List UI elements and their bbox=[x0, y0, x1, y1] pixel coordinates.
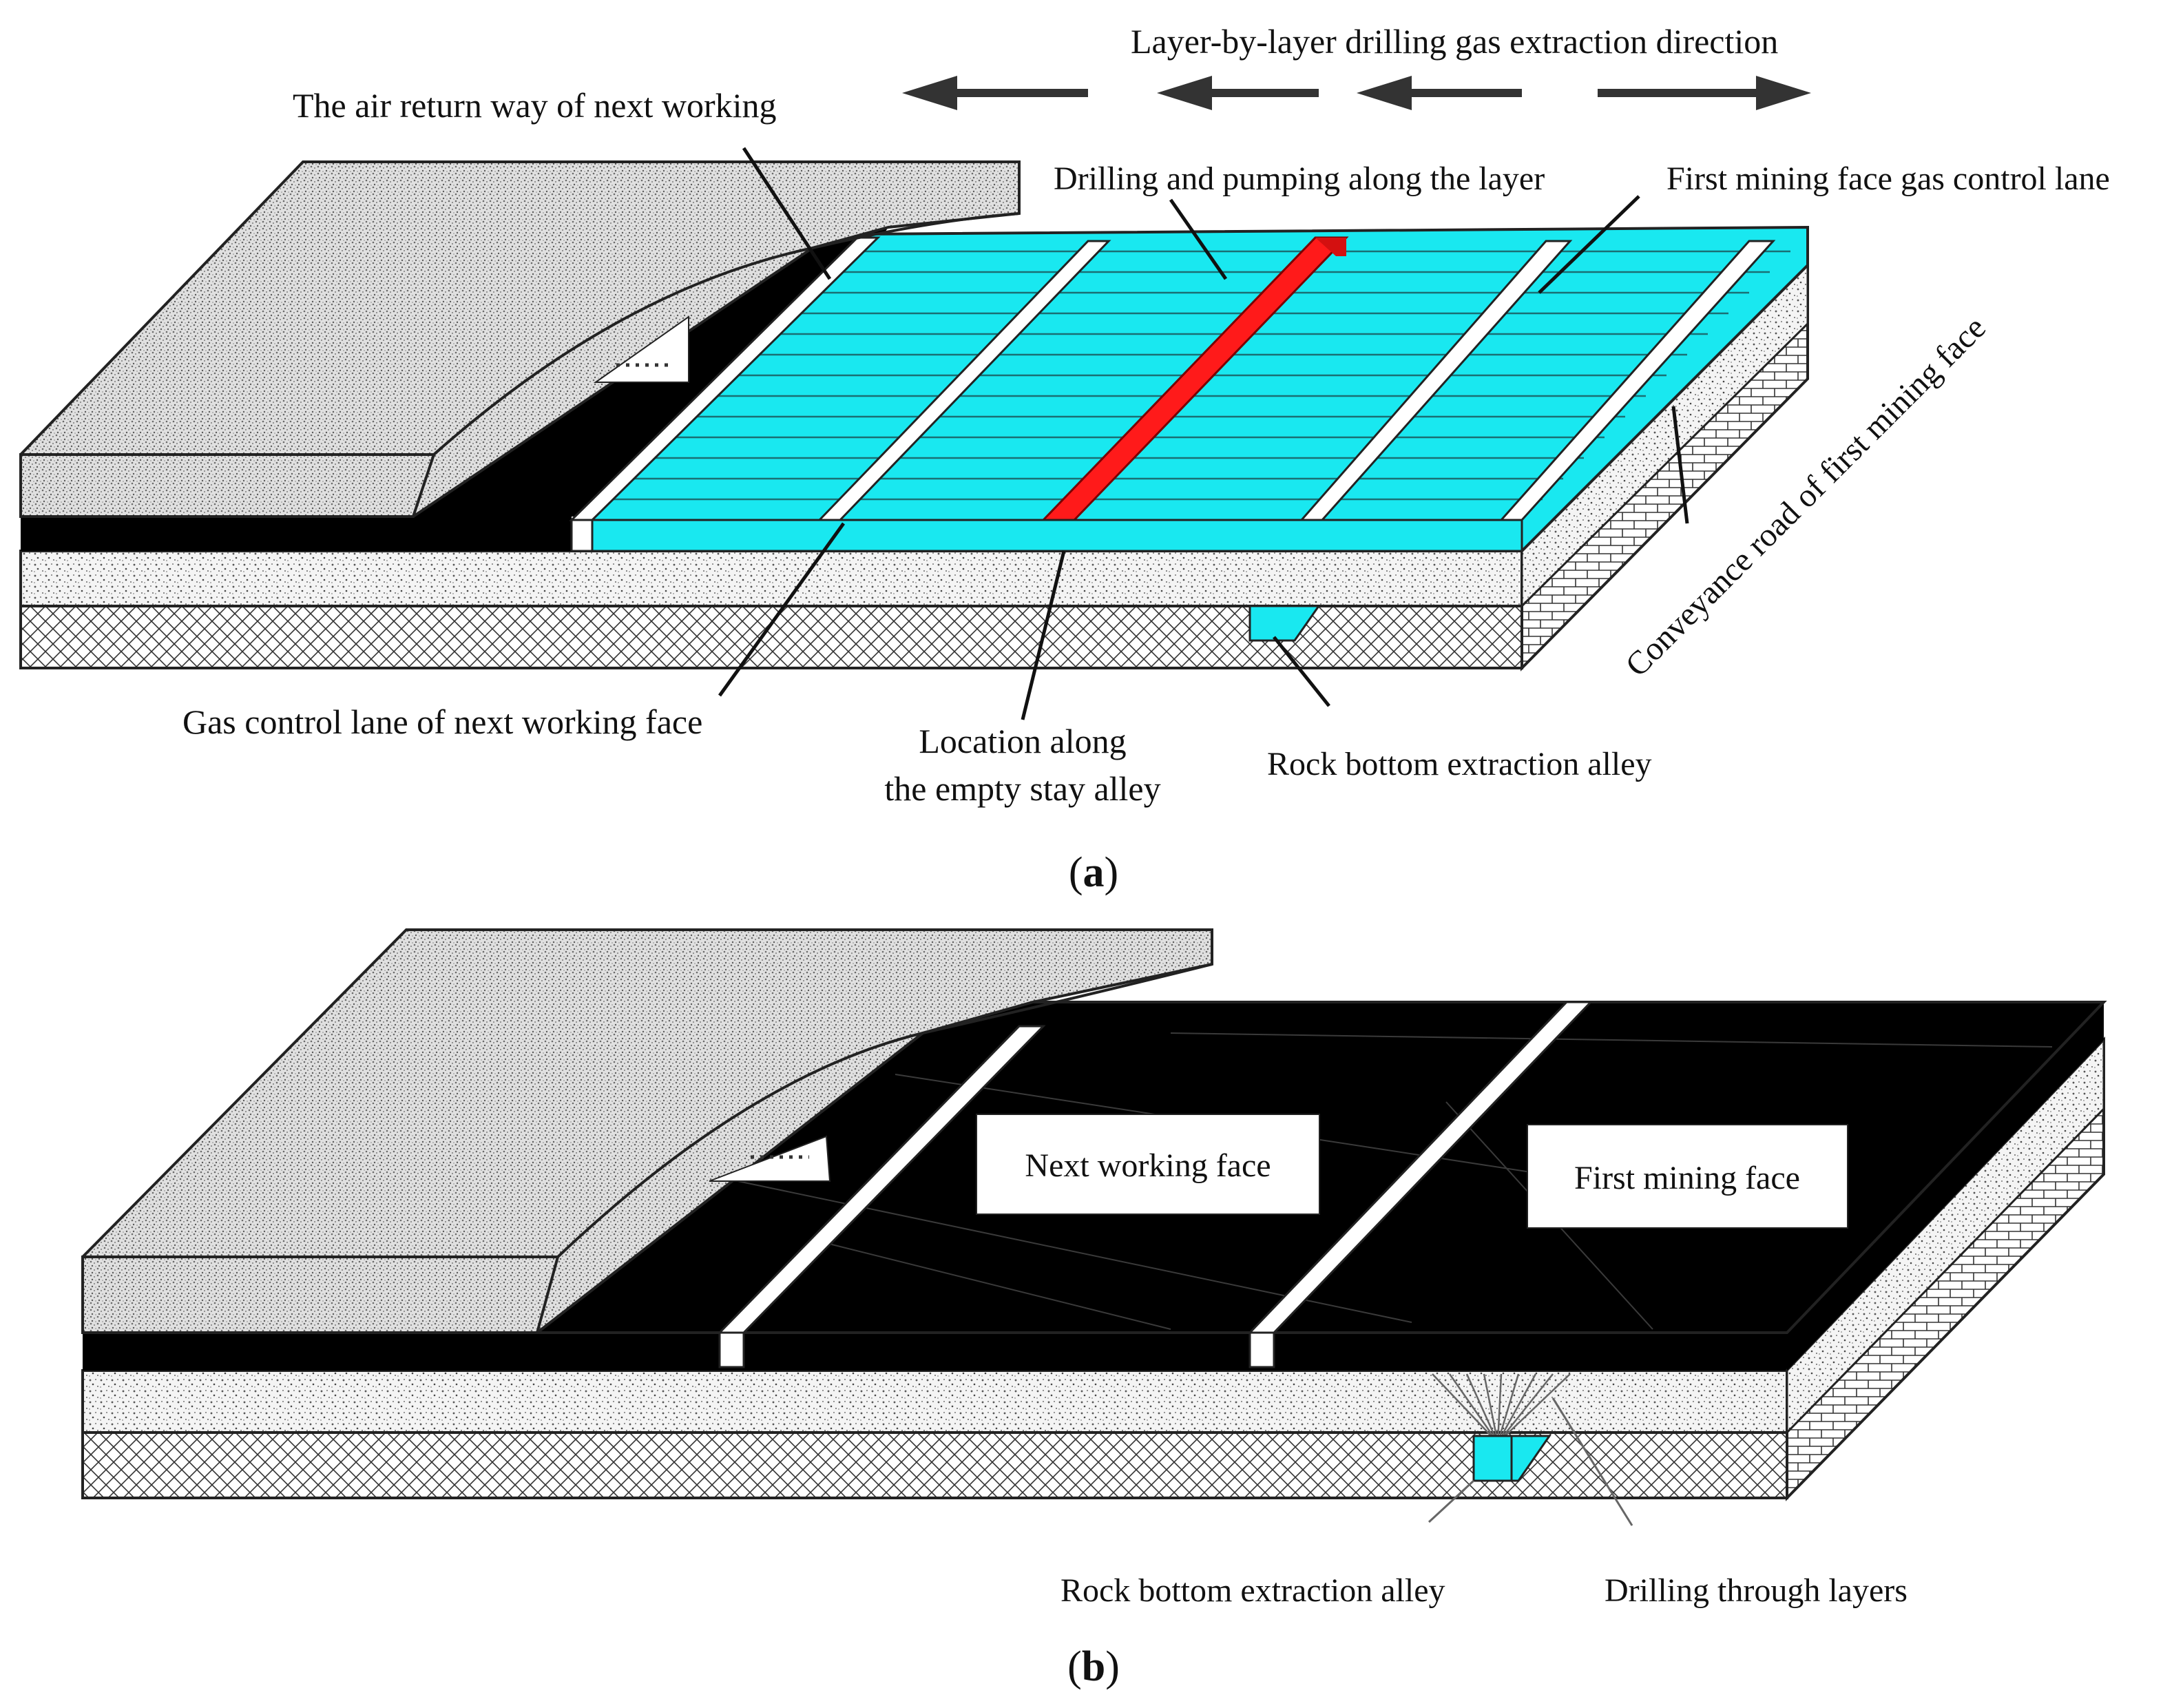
label-air-return: The air return way of next working bbox=[293, 86, 777, 125]
rock-bottom-alley-a bbox=[1248, 605, 1321, 642]
caption-a: (a) bbox=[1069, 849, 1118, 896]
label-rock-bottom-a: Rock bottom extraction alley bbox=[1267, 746, 1652, 782]
label-first-face-gas-lane: First mining face gas control lane bbox=[1666, 160, 2110, 197]
label-drilling-pumping: Drilling and pumping along the layer bbox=[1054, 160, 1545, 197]
label-drilling-through: Drilling through layers bbox=[1605, 1572, 1908, 1609]
first-face-box bbox=[1527, 1124, 1848, 1229]
label-location-line1: Location along bbox=[919, 722, 1126, 760]
inset-box-b bbox=[709, 1135, 831, 1182]
panel-b: Next working face First mining face Rock… bbox=[81, 928, 2107, 1690]
drained-zone-front-a bbox=[591, 519, 1523, 552]
coal-front-b bbox=[83, 1333, 1787, 1371]
leader-gas-control-next bbox=[718, 522, 846, 697]
empty-stay-alley-end-a bbox=[1315, 238, 1346, 256]
roof-slab-edge-b bbox=[83, 963, 1213, 1258]
label-next-face: Next working face bbox=[1025, 1147, 1271, 1184]
leader-rock-bottom bbox=[1273, 636, 1330, 707]
caption-b: (b) bbox=[1067, 1643, 1120, 1690]
drilling-fan-b bbox=[1432, 1373, 1571, 1444]
sandstone-front-a bbox=[19, 550, 1523, 607]
leader-first-face-lane bbox=[1538, 195, 1640, 294]
label-gas-control-next: Gas control lane of next working face bbox=[182, 702, 702, 741]
arrow-left-2-head bbox=[1157, 76, 1212, 110]
leader-location bbox=[1021, 550, 1066, 720]
leader-air-return bbox=[742, 147, 832, 280]
side-coal-b bbox=[1787, 1002, 2104, 1371]
label-location-line2: the empty stay alley bbox=[884, 769, 1160, 808]
direction-title: Layer-by-layer drilling gas extraction d… bbox=[1131, 22, 1778, 61]
direction-arrows bbox=[902, 76, 1811, 110]
roof-slab-front-b bbox=[81, 1256, 560, 1334]
panel-a: Layer-by-layer drilling gas extraction d… bbox=[19, 22, 2110, 896]
gas-control-lane-next-front-b bbox=[718, 1331, 745, 1368]
air-return-lane-front-a bbox=[570, 519, 594, 552]
side-sandstone-b bbox=[1786, 1037, 2105, 1435]
leader-conveyance bbox=[1671, 406, 1689, 524]
roof-slab-front-a bbox=[19, 453, 436, 518]
first-face-lane-front-b bbox=[1248, 1331, 1275, 1368]
arrow-left-1-head bbox=[902, 76, 957, 110]
arrow-right-1-head bbox=[1756, 76, 1811, 110]
arrow-left-3-head bbox=[1357, 76, 1412, 110]
coal-front-a bbox=[21, 517, 572, 551]
label-rock-bottom-b: Rock bottom extraction alley bbox=[1060, 1572, 1445, 1609]
roof-slab-edge-a bbox=[21, 212, 1020, 456]
leader-drilling-through-b bbox=[1551, 1397, 1633, 1526]
leader-rock-bottom-b bbox=[1428, 1479, 1475, 1523]
label-first-face: First mining face bbox=[1574, 1160, 1800, 1196]
next-face-box bbox=[976, 1114, 1320, 1215]
leader-drilling bbox=[1169, 198, 1228, 280]
